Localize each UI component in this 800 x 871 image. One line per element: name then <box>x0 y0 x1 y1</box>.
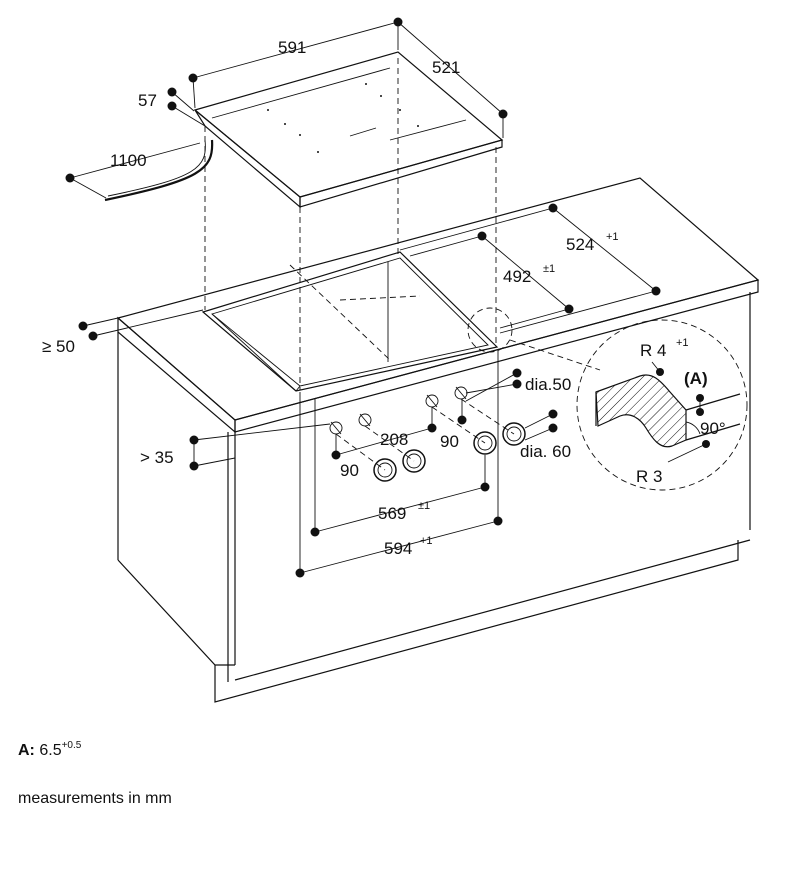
label-radius-bottom: R 3 <box>636 467 662 486</box>
note-a-value: 6.5 <box>39 742 62 759</box>
label-1100: 1100 <box>110 151 147 170</box>
label-57: 57 <box>138 91 157 110</box>
label-524-tolerance: +1 <box>606 231 619 243</box>
label-dia-50: dia.50 <box>525 375 571 394</box>
dimension-lines <box>65 17 661 578</box>
label-dia-60: dia. 60 <box>520 442 571 461</box>
label-569-tolerance: ±1 <box>418 500 430 512</box>
label-90-left: 90 <box>340 461 359 480</box>
label-492-tolerance: ±1 <box>543 263 555 275</box>
label-90-right: 90 <box>440 432 459 451</box>
note-a-tolerance: +0.5 <box>61 740 82 751</box>
label-edge-35: > 35 <box>140 448 174 467</box>
label-edge-50: ≥ 50 <box>42 337 75 356</box>
label-594: 594 <box>384 539 412 558</box>
label-524: 524 <box>566 235 594 254</box>
control-knobs <box>335 398 526 482</box>
label-569: 569 <box>378 504 406 523</box>
label-521: 521 <box>432 58 460 77</box>
installation-diagram: 591 521 57 1100 524 +1 492 ±1 ≥ 50 > 35 … <box>42 17 760 703</box>
label-radius-top: R 4 <box>640 341 666 360</box>
label-angle-90: 90° <box>700 419 726 438</box>
label-591: 591 <box>278 38 306 57</box>
label-detail-a: (A) <box>684 369 708 388</box>
detail-callout <box>467 307 748 491</box>
dimension-labels: 591 521 57 1100 524 +1 492 ±1 ≥ 50 > 35 … <box>42 38 726 558</box>
label-radius-top-tolerance: +1 <box>676 337 689 349</box>
worktop-cutout <box>201 251 499 392</box>
note-a-label: A: <box>18 742 35 759</box>
cabinet <box>116 177 760 703</box>
projection-lines <box>204 58 497 390</box>
note-a: A: 6.5+0.5 <box>18 740 81 760</box>
label-208: 208 <box>380 430 408 449</box>
label-594-tolerance: +1 <box>420 535 433 547</box>
label-492: 492 <box>503 267 531 286</box>
knob-holes <box>329 386 468 435</box>
cooktop <box>193 51 504 209</box>
units-note: measurements in mm <box>18 790 172 807</box>
power-cable <box>104 139 214 202</box>
